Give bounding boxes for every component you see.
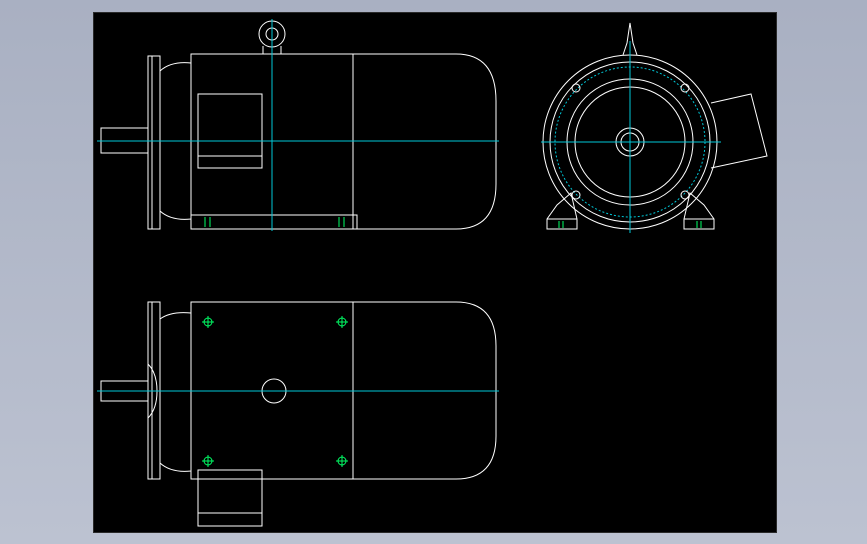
left-foot — [546, 192, 578, 230]
end-view — [541, 22, 768, 233]
top-view — [97, 301, 499, 527]
bolt-hole — [571, 190, 581, 200]
motor-drawing — [97, 19, 768, 527]
motor-body-top — [190, 301, 497, 480]
terminal-box-top — [197, 469, 263, 527]
terminal-box — [197, 93, 263, 169]
right-foot — [683, 192, 715, 230]
end-shield-top — [159, 312, 192, 472]
foot-hole — [336, 316, 348, 328]
foot-hole — [202, 455, 214, 467]
foot-hole — [202, 316, 214, 328]
lifting-eye — [622, 22, 638, 56]
motor-body — [190, 53, 497, 230]
bolt-hole — [680, 190, 690, 200]
side-view — [97, 19, 499, 231]
bolt-hole — [680, 83, 690, 93]
terminal-box-end — [710, 93, 768, 169]
bolt-hole — [571, 83, 581, 93]
flange — [147, 55, 161, 230]
foot-hole — [336, 455, 348, 467]
mounting-feet — [190, 214, 358, 230]
cad-viewport[interactable] — [93, 12, 777, 533]
